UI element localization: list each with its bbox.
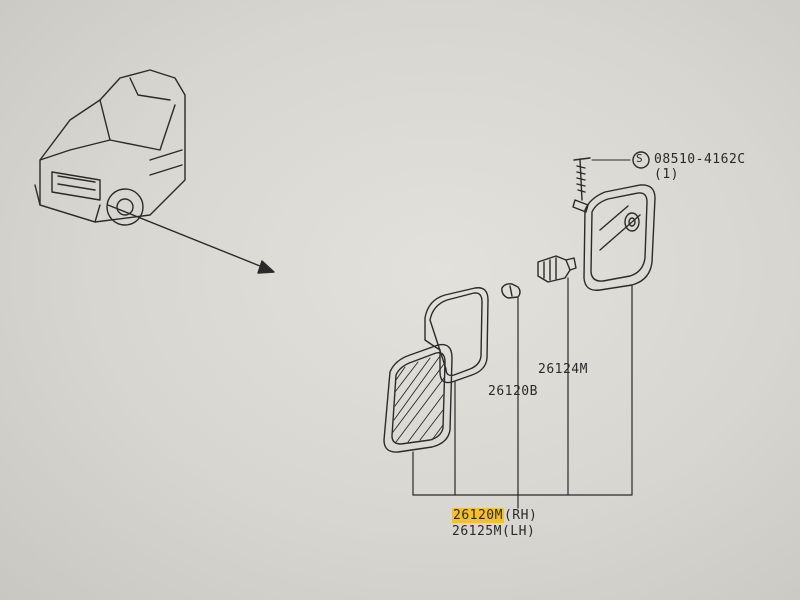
assembly-lh-row: 26125M(LH) xyxy=(452,524,535,539)
screw-quantity: (1) xyxy=(654,167,679,182)
screw-part-number: 08510-4162C xyxy=(654,152,746,167)
lamp-gasket xyxy=(424,287,489,384)
leader-lines xyxy=(412,277,633,509)
bulb-part-number: 26120B xyxy=(488,384,538,399)
screw-part xyxy=(573,151,650,201)
assembly-rh-side: (RH) xyxy=(503,508,538,523)
bulb-part xyxy=(501,283,521,299)
socket-part-number: 26124M xyxy=(538,362,588,377)
socket-part xyxy=(537,255,577,283)
lamp-lens xyxy=(383,343,453,453)
lamp-housing xyxy=(572,184,656,291)
assembly-lh-part-number: 26125M xyxy=(452,524,502,539)
screw-symbol: S xyxy=(636,152,644,165)
assembly-lh-side: (LH) xyxy=(501,524,536,539)
assembly-rh-part-number: 26120M xyxy=(452,508,504,523)
location-arrow xyxy=(107,204,275,274)
assembly-rh-row: 26120M(RH) xyxy=(452,508,537,523)
vehicle-illustration xyxy=(34,69,186,226)
